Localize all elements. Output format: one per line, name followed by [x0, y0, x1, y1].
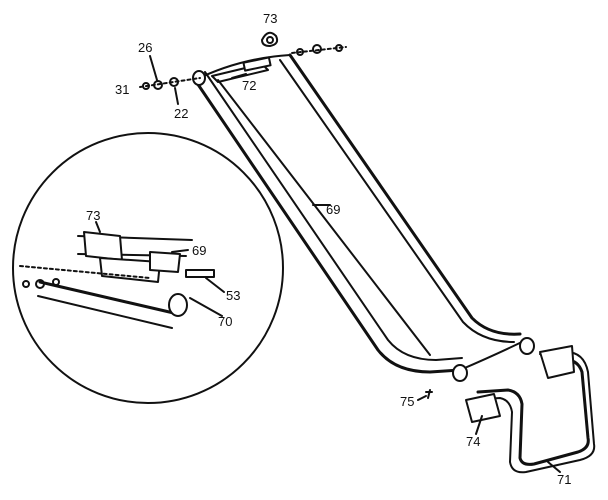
slide-bed — [192, 53, 535, 382]
callout-74: 74 — [466, 434, 480, 449]
top-bracket-72 — [211, 56, 272, 83]
callout-73-top: 73 — [263, 11, 277, 26]
callout-22: 22 — [174, 106, 188, 121]
callout-69-main: 69 — [326, 202, 340, 217]
callout-75: 75 — [400, 394, 414, 409]
callout-71: 71 — [557, 472, 571, 487]
callout-73-inset: 73 — [86, 208, 100, 223]
callout-53: 53 — [226, 288, 240, 303]
pin-75 — [425, 389, 433, 399]
callout-26: 26 — [138, 40, 152, 55]
callout-31: 31 — [115, 82, 129, 97]
clamp-73 — [261, 31, 279, 47]
callout-70: 70 — [218, 314, 232, 329]
left-hardware — [139, 55, 201, 105]
right-hardware — [291, 44, 347, 56]
callout-69-inset: 69 — [192, 243, 206, 258]
detail-inset — [12, 132, 284, 404]
support-leg-71 — [465, 345, 596, 474]
callout-72: 72 — [242, 78, 256, 93]
